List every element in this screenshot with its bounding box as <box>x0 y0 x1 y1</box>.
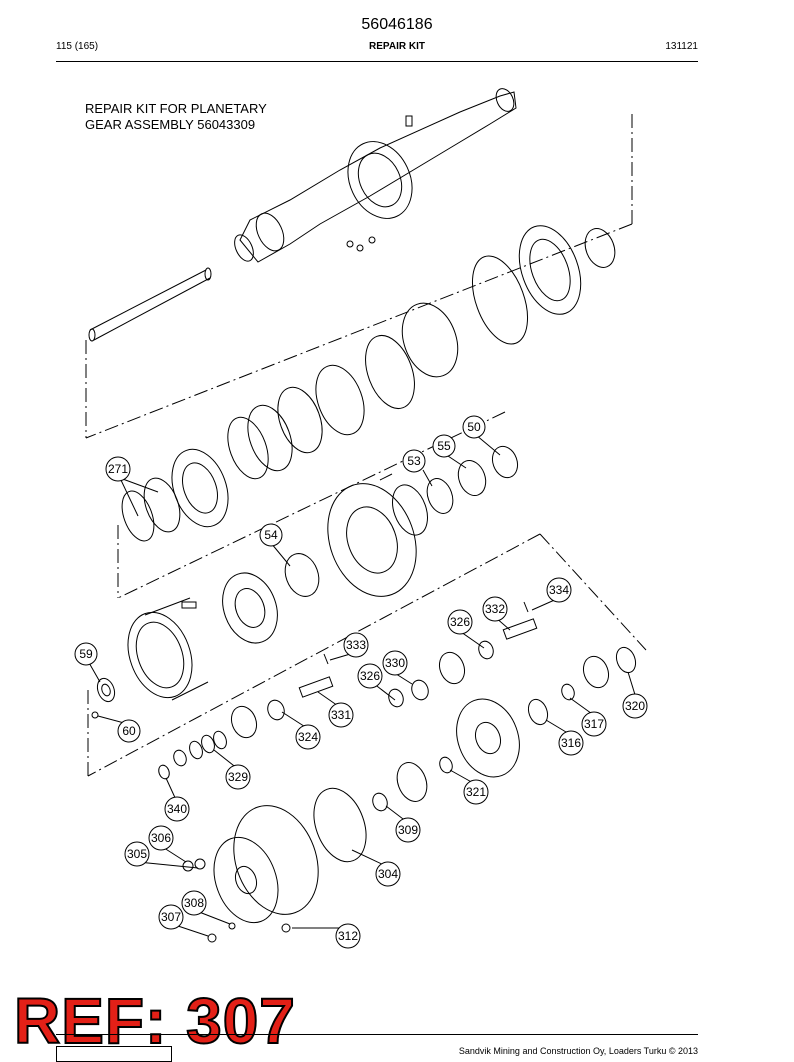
callout-53: 53 <box>402 449 426 473</box>
callout-55: 55 <box>432 434 456 458</box>
kit-title-line-2: GEAR ASSEMBLY 56043309 <box>85 117 256 132</box>
footer-rule <box>56 1034 698 1035</box>
callout-55-label: 55 <box>437 439 451 453</box>
callout-271-label: 271 <box>108 462 128 476</box>
drive-shaft <box>88 267 212 342</box>
callout-331: 331 <box>328 702 354 728</box>
document-number: 56046186 <box>361 16 433 33</box>
callout-304-label: 304 <box>378 867 398 881</box>
callout-330: 330 <box>382 650 408 676</box>
callout-317: 317 <box>581 711 607 737</box>
callout-304: 304 <box>375 861 401 887</box>
footer-copyright: Sandvik Mining and Construction Oy, Load… <box>458 1046 698 1056</box>
callout-330-label: 330 <box>385 656 405 670</box>
callout-340-label: 340 <box>167 802 187 816</box>
header-rule <box>56 61 698 62</box>
callout-317-label: 317 <box>584 717 604 731</box>
callout-307-label: 307 <box>161 910 181 924</box>
callout-54-label: 54 <box>264 528 278 542</box>
callout-321-label: 321 <box>466 785 486 799</box>
callout-60: 60 <box>117 719 141 743</box>
planet-gear-set <box>158 601 637 812</box>
assembly-axis-lines <box>85 114 647 777</box>
callout-54: 54 <box>259 523 283 547</box>
callout-312: 312 <box>335 923 361 949</box>
callout-312-label: 312 <box>338 929 358 943</box>
callout-326-lower: 326 <box>357 663 383 689</box>
callout-53-label: 53 <box>407 454 421 468</box>
callout-308: 308 <box>181 890 207 916</box>
callout-306-label: 306 <box>151 831 171 845</box>
callout-60-label: 60 <box>122 724 136 738</box>
callout-334: 334 <box>546 577 572 603</box>
callout-308-label: 308 <box>184 896 204 910</box>
callout-316-label: 316 <box>561 736 581 750</box>
callout-307: 307 <box>158 904 184 930</box>
callout-326-upper-label: 326 <box>450 615 470 629</box>
callout-50: 50 <box>462 415 486 439</box>
callout-59: 59 <box>74 642 98 666</box>
callout-324: 324 <box>295 724 321 750</box>
callout-333-label: 333 <box>346 638 366 652</box>
callout-305: 305 <box>124 841 150 867</box>
callout-332: 332 <box>482 596 508 622</box>
callout-329-label: 329 <box>228 770 248 784</box>
callout-333: 333 <box>343 632 369 658</box>
callout-326-lower-label: 326 <box>360 669 380 683</box>
callout-309: 309 <box>395 817 421 843</box>
callout-331-label: 331 <box>331 708 351 722</box>
callout-321: 321 <box>463 779 489 805</box>
wheel-hub <box>222 445 519 644</box>
ring-gear <box>91 597 209 719</box>
callout-340: 340 <box>164 796 190 822</box>
page-number: 115 (165) <box>56 41 99 52</box>
brake-assembly <box>121 225 616 542</box>
kit-title: REPAIR KIT FOR PLANETARY GEAR ASSEMBLY 5… <box>85 101 267 133</box>
callout-306: 306 <box>148 825 174 851</box>
callout-309-label: 309 <box>398 823 418 837</box>
document-code: 131121 <box>665 41 698 52</box>
sandvik-logo <box>56 1046 172 1062</box>
callout-326-upper: 326 <box>447 609 473 635</box>
kit-title-line-1: REPAIR KIT FOR PLANETARY <box>85 101 267 116</box>
callout-316: 316 <box>558 730 584 756</box>
callout-320: 320 <box>622 693 648 719</box>
callout-332-label: 332 <box>485 602 505 616</box>
axle-housing <box>234 88 517 263</box>
reference-banner: REF: 307 <box>13 985 296 1057</box>
callout-329: 329 <box>225 764 251 790</box>
section-title: REPAIR KIT <box>369 41 425 52</box>
callout-59-label: 59 <box>79 647 93 661</box>
callout-324-label: 324 <box>298 730 318 744</box>
callout-305-label: 305 <box>127 847 147 861</box>
callout-320-label: 320 <box>625 699 645 713</box>
callout-334-label: 334 <box>549 583 569 597</box>
callout-50-label: 50 <box>467 420 481 434</box>
planetary-cover <box>182 787 367 943</box>
callout-271: 271 <box>105 456 131 482</box>
